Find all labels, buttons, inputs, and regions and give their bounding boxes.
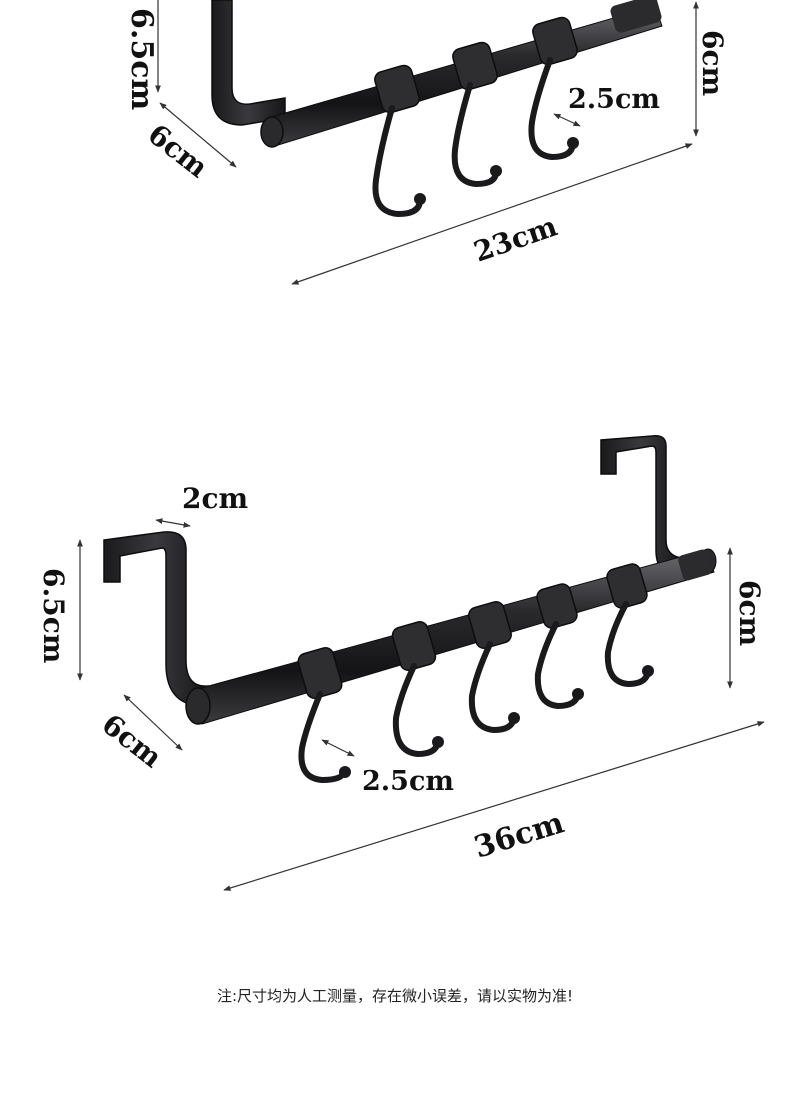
rack-large-hook-label: 2.5cm bbox=[362, 766, 454, 797]
rack-large bbox=[103, 434, 717, 784]
rack-large-hook bbox=[604, 563, 654, 688]
rack-large-depth-label: 6cm bbox=[96, 708, 168, 775]
rack-small-hook-label: 2.5cm bbox=[568, 84, 660, 115]
rack-small-left-bracket bbox=[211, 0, 286, 126]
rack-small-rod-endcap bbox=[260, 116, 284, 148]
rack-large-dimension-lines bbox=[77, 518, 765, 891]
rack-small-hook bbox=[451, 41, 502, 188]
rack-large-right-bracket bbox=[600, 434, 684, 577]
rack-small-depth-label: 6cm bbox=[142, 118, 214, 185]
rack-large-height-left-label: 6.5cm bbox=[37, 568, 70, 663]
rack-large-length-label: 36cm bbox=[470, 805, 568, 865]
rack-small-height-right-label: 6cm bbox=[696, 30, 729, 96]
measurement-note: 注:尺寸均为人工测量，存在微小误差，请以实物为准! bbox=[216, 987, 574, 1005]
rack-large-hook bbox=[534, 583, 584, 710]
rack-large-left-bracket bbox=[103, 531, 209, 707]
rack-large-thickness-label: 2cm bbox=[182, 482, 248, 515]
rack-small-dimension-lines bbox=[155, 0, 699, 285]
rack-small-length-label: 23cm bbox=[470, 210, 562, 269]
rack-small-height-left-label: 6.5cm bbox=[124, 8, 159, 110]
rack-large-height-right-label: 6cm bbox=[733, 580, 766, 646]
rack-large-rod-endcap bbox=[185, 687, 211, 725]
